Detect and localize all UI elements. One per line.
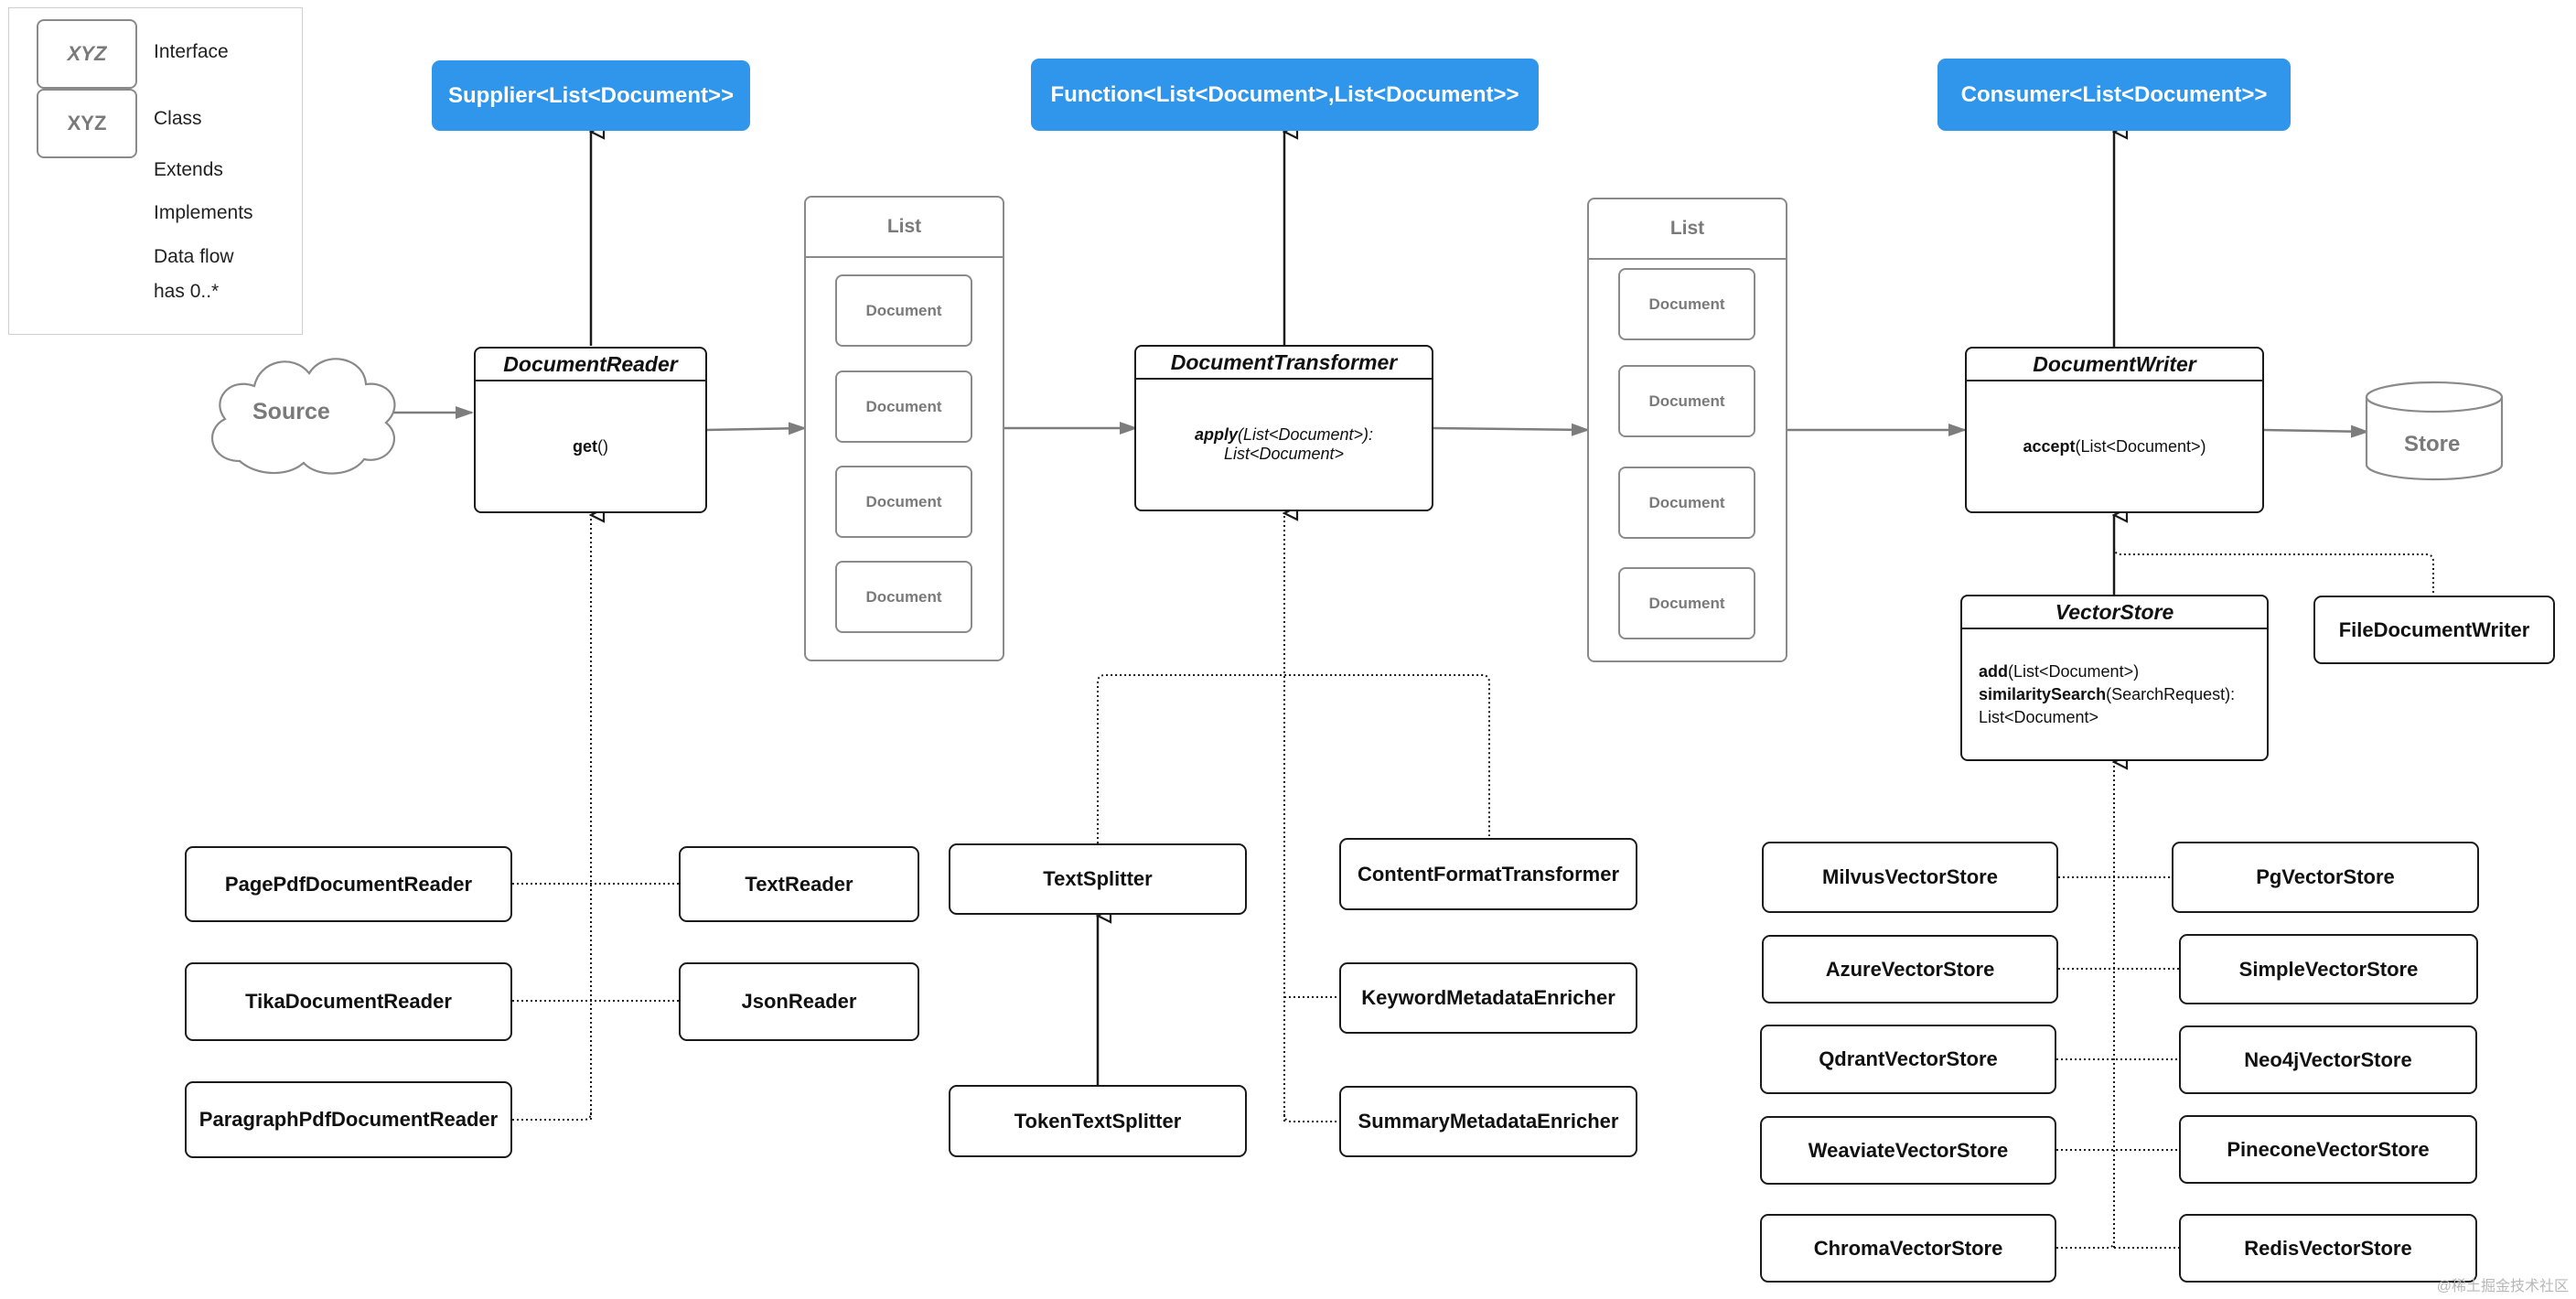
legend-interface-swatch: XYZ [37, 19, 137, 89]
dataflow-reader-list1 [705, 422, 807, 435]
legend-has-label: has 0..* [154, 281, 220, 302]
list-1-header: List [806, 198, 1003, 258]
transformer-method-params: (List<Document>): [1237, 425, 1374, 444]
document-reader-title: DocumentReader [476, 349, 705, 381]
store-label: Store [2404, 432, 2461, 456]
list-1-item: Document [835, 274, 972, 347]
chroma-vector-store-class: ChromaVectorStore [1760, 1214, 2056, 1283]
document-reader-interface: DocumentReader get() [474, 347, 707, 513]
legend-dataflow-label: Data flow [154, 246, 234, 267]
reader-method-params: () [597, 436, 608, 456]
transformer-method-returns: List<Document> [1223, 445, 1345, 463]
supplier-interface: Supplier<List<Document>> [432, 60, 750, 131]
document-transformer-interface: DocumentTransformer apply(List<Document>… [1134, 345, 1433, 511]
tika-document-reader-class: TikaDocumentReader [185, 962, 512, 1041]
token-text-splitter-class: TokenTextSplitter [949, 1085, 1247, 1157]
vs-method-search-params: (SearchRequest): [2106, 684, 2236, 703]
qdrant-vector-store-class: QdrantVectorStore [1760, 1025, 2056, 1094]
list-2-item: Document [1618, 268, 1755, 340]
list-2-item: Document [1618, 567, 1755, 639]
text-splitter-class: TextSplitter [949, 843, 1247, 915]
writer-method-name: accept [2023, 436, 2076, 456]
legend-class-label: Class [154, 108, 202, 129]
redis-vector-store-class: RedisVectorStore [2179, 1214, 2477, 1283]
vs-method-add-name: add [1979, 661, 2009, 681]
milvus-vector-store-class: MilvusVectorStore [1762, 842, 2058, 913]
paragraph-pdf-document-reader-class: ParagraphPdfDocumentReader [185, 1081, 512, 1158]
dataflow-writer-store [2262, 424, 2369, 438]
file-document-writer-class: FileDocumentWriter [2313, 596, 2555, 664]
list-2-item: Document [1618, 467, 1755, 539]
legend: XYZ Interface XYZ Class Extends Implemen… [8, 7, 303, 335]
vector-store-interface: VectorStore add(List<Document>) similari… [1960, 595, 2269, 761]
legend-implements-label: Implements [154, 202, 253, 223]
reader-method-name: get [573, 436, 597, 456]
pg-vector-store-class: PgVectorStore [2172, 842, 2479, 913]
consumer-interface: Consumer<List<Document>> [1937, 59, 2291, 131]
document-writer-interface: DocumentWriter accept(List<Document>) [1965, 347, 2264, 513]
simple-vector-store-class: SimpleVectorStore [2179, 934, 2478, 1004]
dataflow-transformer-list2 [1432, 423, 1590, 436]
source-cloud-icon [210, 358, 396, 475]
list-1-item: Document [835, 561, 972, 633]
weaviate-vector-store-class: WeaviateVectorStore [1760, 1116, 2056, 1185]
document-transformer-methods: apply(List<Document>): List<Document> [1136, 380, 1432, 510]
legend-class-swatch: XYZ [37, 89, 137, 158]
json-reader-class: JsonReader [679, 962, 919, 1041]
page-pdf-document-reader-class: PagePdfDocumentReader [185, 846, 512, 922]
text-reader-class: TextReader [679, 846, 919, 922]
document-writer-title: DocumentWriter [1967, 349, 2262, 381]
document-reader-methods: get() [476, 381, 705, 511]
summary-metadata-enricher-class: SummaryMetadataEnricher [1339, 1086, 1637, 1157]
source-label: Source [252, 399, 330, 424]
function-interface: Function<List<Document>,List<Document>> [1031, 59, 1539, 131]
writer-method-params: (List<Document>) [2075, 436, 2206, 456]
watermark: @稀土掘金技术社区 [2436, 1279, 2569, 1294]
keyword-metadata-enricher-class: KeywordMetadataEnricher [1339, 962, 1637, 1034]
list-1-item: Document [835, 466, 972, 538]
document-writer-methods: accept(List<Document>) [1967, 381, 2262, 511]
transformer-method-name: apply [1194, 425, 1238, 444]
list-2-header: List [1589, 199, 1786, 260]
legend-extends-label: Extends [154, 159, 223, 180]
vs-method-search-name: similaritySearch [1979, 684, 2107, 703]
vs-method-add-params: (List<Document>) [2008, 661, 2140, 681]
vs-method-search-returns: List<Document> [1979, 707, 2099, 726]
neo4j-vector-store-class: Neo4jVectorStore [2179, 1025, 2477, 1094]
store-cylinder-icon [2365, 381, 2504, 481]
list-1-item: Document [835, 370, 972, 443]
document-transformer-title: DocumentTransformer [1136, 347, 1432, 380]
content-format-transformer-class: ContentFormatTransformer [1339, 838, 1637, 910]
azure-vector-store-class: AzureVectorStore [1762, 935, 2058, 1004]
pinecone-vector-store-class: PineconeVectorStore [2179, 1115, 2477, 1184]
vector-store-title: VectorStore [1962, 596, 2267, 629]
legend-interface-label: Interface [154, 41, 229, 62]
list-2-item: Document [1618, 365, 1755, 437]
vector-store-methods: add(List<Document>) similaritySearch(Sea… [1962, 629, 2267, 759]
